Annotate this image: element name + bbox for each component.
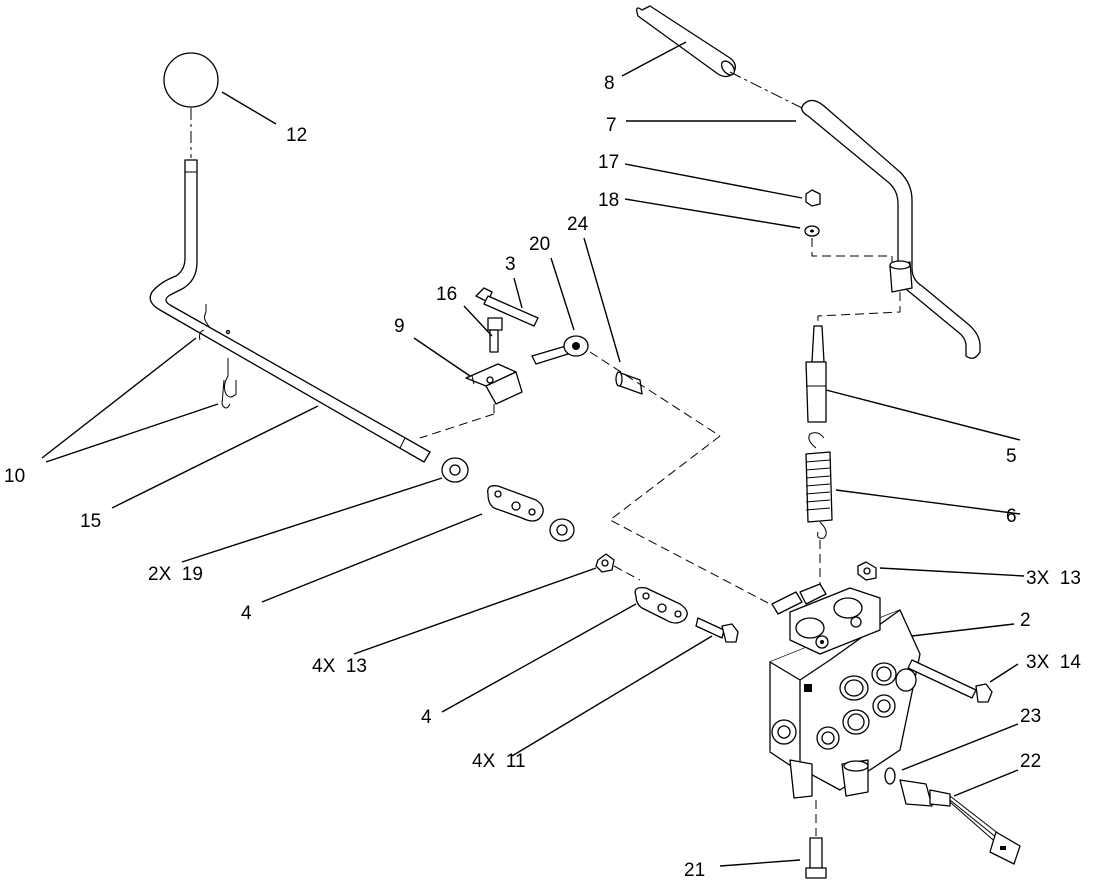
callout-4-upper: 4: [241, 603, 252, 624]
callout-20: 20: [529, 234, 550, 255]
leader-lines: [41, 41, 1025, 867]
callout-16: 16: [436, 284, 457, 305]
pivot-bushing: [889, 260, 913, 293]
callout-17: 17: [598, 152, 619, 173]
handle-grip-part-8: [636, 5, 736, 78]
lever-arm-part-7: [801, 99, 981, 359]
bolt-part-16: [487, 317, 503, 353]
o-ring-part-23: [884, 767, 896, 785]
callout-18: 18: [598, 190, 619, 211]
callout-24: 24: [567, 214, 589, 235]
shaft-part-5: [805, 325, 827, 423]
control-valve-part-2: [769, 583, 921, 799]
callout-5: 5: [1006, 446, 1017, 467]
callout-21: 21: [684, 860, 705, 881]
callout-12: 12: [286, 125, 307, 146]
bolt-part-14: [907, 659, 993, 703]
callout-23: 23: [1020, 706, 1041, 727]
link-plate-part-4: [487, 485, 688, 624]
callout-3: 3: [505, 254, 516, 275]
callout-22: 22: [1020, 751, 1041, 772]
rod-end-part-20: [531, 335, 589, 365]
washer-part-18: [804, 225, 820, 237]
callout-8: 8: [604, 73, 615, 94]
callout-3x14: 3X 14: [1026, 652, 1081, 673]
spring-part-6: [805, 432, 833, 539]
nut-part-13: [595, 553, 877, 581]
washer-part-19: [441, 457, 575, 542]
callout-labels: 8 7 17 18 24 20 3 16 9 12 10 15 2X 19 4 …: [4, 73, 1081, 881]
nut-part-17: [805, 189, 821, 207]
callout-4-lower: 4: [421, 707, 432, 728]
callout-4x13: 4X 13: [312, 656, 367, 677]
bracket-part-9: [419, 363, 523, 439]
callout-9: 9: [394, 316, 405, 337]
callout-10: 10: [4, 466, 25, 487]
callout-3x13: 3X 13: [1026, 568, 1081, 589]
callout-2: 2: [1020, 610, 1031, 631]
callout-7: 7: [606, 115, 617, 136]
hairpin-clip-part-10: [199, 304, 237, 409]
knob-part-12: [163, 52, 219, 108]
bolt-part-3: [475, 287, 539, 327]
callout-4x11: 4X 11: [472, 751, 526, 772]
sensor-harness-part-22: [899, 779, 1021, 865]
callout-6: 6: [1006, 506, 1017, 527]
callout-15: 15: [80, 511, 101, 532]
bolt-part-21: [805, 837, 827, 879]
control-lever-part-15: [149, 159, 431, 463]
callout-2x19: 2X 19: [148, 564, 203, 585]
spacer-part-24: [615, 371, 643, 395]
bolt-part-11: [695, 617, 739, 643]
